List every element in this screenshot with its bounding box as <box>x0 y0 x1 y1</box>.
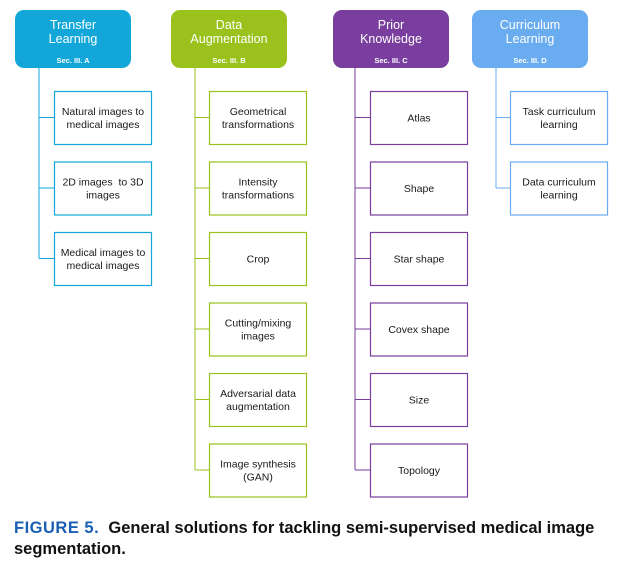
method-label-line: Atlas <box>407 113 430 125</box>
method-box <box>369 302 469 357</box>
method-box <box>208 231 308 287</box>
method-label-line: images <box>241 331 275 343</box>
method-label-line: Cutting/mixing <box>225 318 292 330</box>
method-label-line: Medical images to <box>61 247 146 259</box>
category-header-box <box>15 10 131 68</box>
category-title-line: Learning <box>49 32 98 46</box>
figure-caption: FIGURE 5. General solutions for tackling… <box>14 518 610 560</box>
method-box <box>369 161 469 216</box>
category-title-line: Transfer <box>50 18 96 32</box>
method-label-line: medical images <box>67 119 140 131</box>
method-label-line: learning <box>540 119 578 131</box>
method-box <box>53 231 153 287</box>
method-label-line: transformations <box>222 119 294 131</box>
method-box <box>208 161 308 216</box>
method-label-line: transformations <box>222 190 294 202</box>
method-box <box>369 231 469 287</box>
method-label-line: Natural images to <box>62 106 144 118</box>
category-title-line: Prior <box>378 18 404 32</box>
method-label-line: medical images <box>67 260 140 272</box>
section-reference: Sec. III. C <box>374 56 408 65</box>
method-box <box>208 90 308 146</box>
method-box <box>208 372 308 428</box>
method-label-line: Intensity <box>238 177 278 189</box>
category-header-box <box>171 10 287 68</box>
method-label-line: Geometrical <box>230 106 287 118</box>
category-header-box <box>472 10 588 68</box>
category-title-line: Knowledge <box>360 32 422 46</box>
method-label-line: Task curriculum <box>523 106 596 118</box>
method-label-line: augmentation <box>226 401 290 413</box>
method-label-line: Covex shape <box>388 324 449 336</box>
method-box <box>208 302 308 357</box>
method-box <box>369 90 469 146</box>
section-reference: Sec. III. D <box>513 56 547 65</box>
method-label-line: Crop <box>247 254 270 266</box>
method-box <box>509 161 609 216</box>
method-label-line: learning <box>540 190 578 202</box>
method-label-line: Topology <box>398 465 441 477</box>
category-title-line: Curriculum <box>500 18 560 32</box>
method-label-line: Size <box>409 395 430 407</box>
category-title-line: Learning <box>506 32 555 46</box>
figure-label: FIGURE 5. <box>14 519 100 537</box>
method-label-line: (GAN) <box>243 472 273 484</box>
category-header-box <box>333 10 449 68</box>
method-label-line: 2D images to 3D <box>62 177 144 189</box>
method-label-line: Image synthesis <box>220 459 296 471</box>
method-box <box>208 443 308 498</box>
method-box <box>509 90 609 146</box>
method-box <box>53 90 153 146</box>
method-label-line: Star shape <box>394 254 445 266</box>
category-title-line: Augmentation <box>190 32 267 46</box>
method-label-line: Data curriculum <box>522 177 596 189</box>
method-label-line: Shape <box>404 183 435 195</box>
method-box <box>369 372 469 428</box>
section-reference: Sec. III. B <box>212 56 246 65</box>
section-reference: Sec. III. A <box>56 56 90 65</box>
category-title-line: Data <box>216 18 242 32</box>
method-label-line: images <box>86 190 120 202</box>
method-box <box>369 443 469 498</box>
method-label-line: Adversarial data <box>220 388 296 400</box>
caption-text: General solutions for tackling semi-supe… <box>14 519 595 558</box>
method-box <box>53 161 153 216</box>
